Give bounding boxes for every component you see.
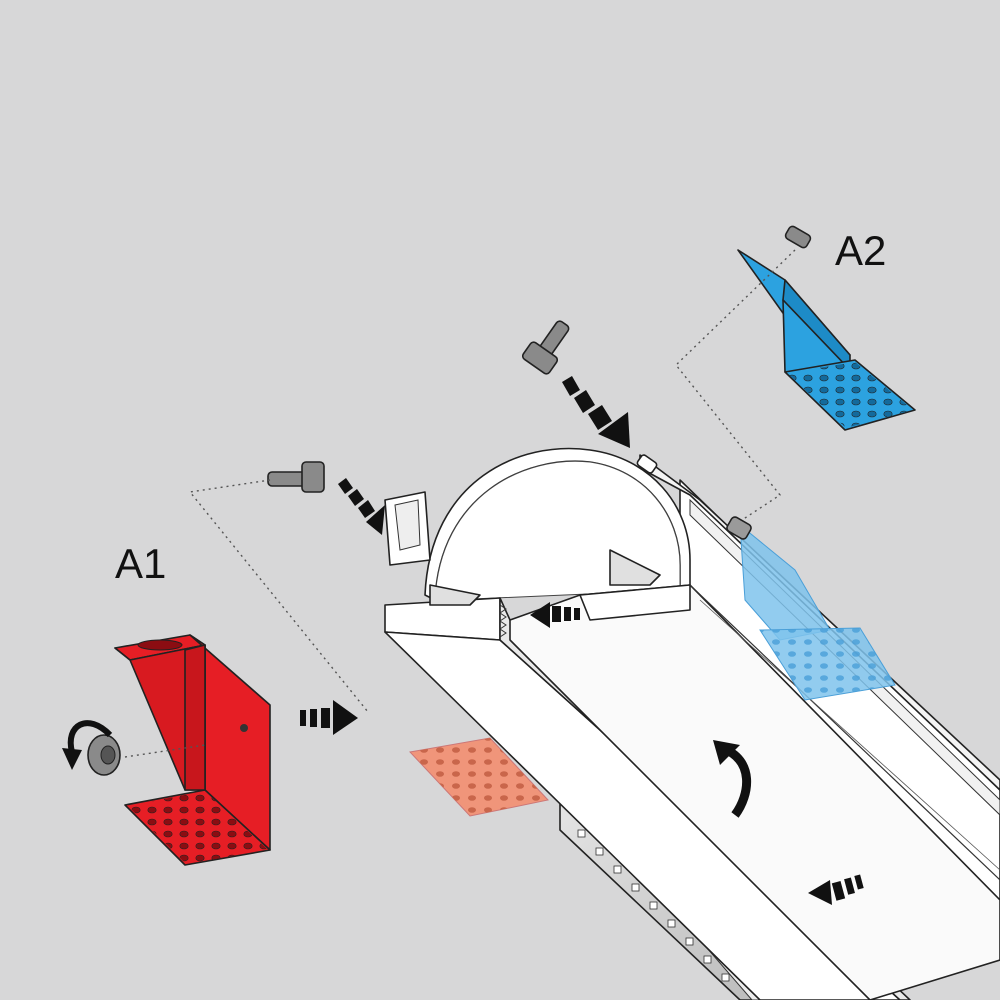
set-screw-icon bbox=[636, 454, 658, 474]
bracket-a1-ghost bbox=[409, 737, 549, 817]
arrow-right-icon bbox=[300, 700, 358, 735]
motion-arrows bbox=[300, 376, 864, 905]
bolt-icon-top bbox=[521, 320, 570, 375]
bracket-a2-icon bbox=[737, 249, 916, 431]
guide-lines bbox=[124, 249, 796, 758]
rotate-arrow-icon bbox=[62, 720, 113, 770]
bracket-a2-ghost bbox=[726, 516, 896, 701]
label-a2: A2 bbox=[835, 227, 886, 274]
label-a1: A1 bbox=[115, 540, 166, 587]
arrow-left-icon bbox=[530, 602, 580, 628]
pin-icon bbox=[784, 225, 812, 249]
bolt-icon bbox=[267, 461, 325, 493]
arrow-down-right-icon bbox=[338, 478, 385, 535]
profile-icon bbox=[384, 447, 1000, 1000]
bracket-a1-icon bbox=[114, 634, 271, 866]
rotate-arrow-icon-profile bbox=[713, 740, 751, 818]
arrow-left-icon-2 bbox=[808, 874, 864, 905]
arrow-down-right-icon-2 bbox=[562, 376, 630, 448]
nut-icon bbox=[87, 734, 121, 776]
